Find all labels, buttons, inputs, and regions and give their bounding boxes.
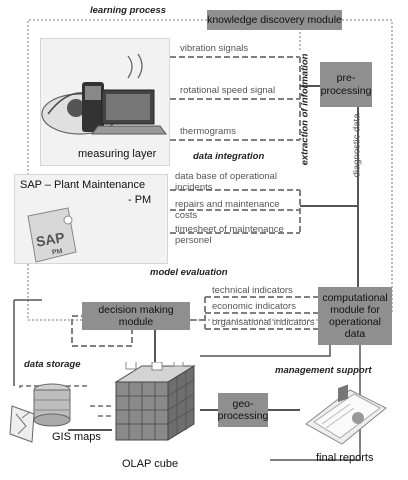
knowledge-to-right-line xyxy=(342,19,393,312)
diagnostic-data-label: diagnostic data xyxy=(351,113,363,178)
olap-cube-icon xyxy=(114,362,196,441)
svg-text:SAP: SAP xyxy=(35,229,66,250)
computational-to-olap-line xyxy=(200,345,331,357)
costs-label-2: costs xyxy=(175,210,198,221)
olap-cube-caption: OLAP cube xyxy=(122,458,179,470)
sap-title-line1: SAP – Plant Maintenance xyxy=(20,179,146,191)
thermograms-label: thermograms xyxy=(180,126,236,137)
economic-indicators-label: economic indicators xyxy=(212,301,296,312)
geo-processing-module: geo-processing xyxy=(218,393,268,427)
computational-module: computational module for operational dat… xyxy=(318,287,392,345)
sap-logo-icon: SAP PM xyxy=(27,207,77,263)
measuring-devices-icon xyxy=(41,53,167,135)
technical-indicators-label: technical indicators xyxy=(212,285,293,296)
organisational-indicators-label: organisational indicators xyxy=(212,317,315,328)
extraction-label: extraction of information xyxy=(299,53,311,166)
vibration-signal-label: vibration signals xyxy=(180,43,249,54)
model-evaluation-label: model evaluation xyxy=(150,267,228,278)
sap-title-line2: - PM xyxy=(128,194,152,206)
learning-process-label: learning process xyxy=(90,5,167,16)
gis-maps-caption: GIS maps xyxy=(52,431,101,443)
decision-making-module: decision making module xyxy=(82,302,190,330)
reports-loop-line xyxy=(270,345,361,461)
management-support-label: management support xyxy=(275,365,372,376)
rotational-signal-label: rotational speed signal xyxy=(180,85,276,96)
incidents-label-1: data base of operational xyxy=(175,171,277,182)
measuring-caption: measuring layer xyxy=(78,148,157,160)
svg-text:PM: PM xyxy=(52,248,64,257)
costs-label-1: repairs and maintenance xyxy=(175,199,280,210)
knowledge-discovery-module: knowledge discovery module xyxy=(207,10,342,30)
timesheet-label-1: timesheet of maintenance xyxy=(175,224,284,235)
final-reports-icon xyxy=(305,384,387,445)
incidents-label-2: incidents xyxy=(175,182,213,193)
data-storage-label: data storage xyxy=(24,359,81,370)
timesheet-label-2: personel xyxy=(175,235,212,246)
pre-processing-module: pre-processing xyxy=(320,62,372,107)
data-integration-label: data integration xyxy=(193,151,265,162)
gis-database-icon xyxy=(9,383,71,443)
final-reports-caption: final reports xyxy=(316,452,374,464)
